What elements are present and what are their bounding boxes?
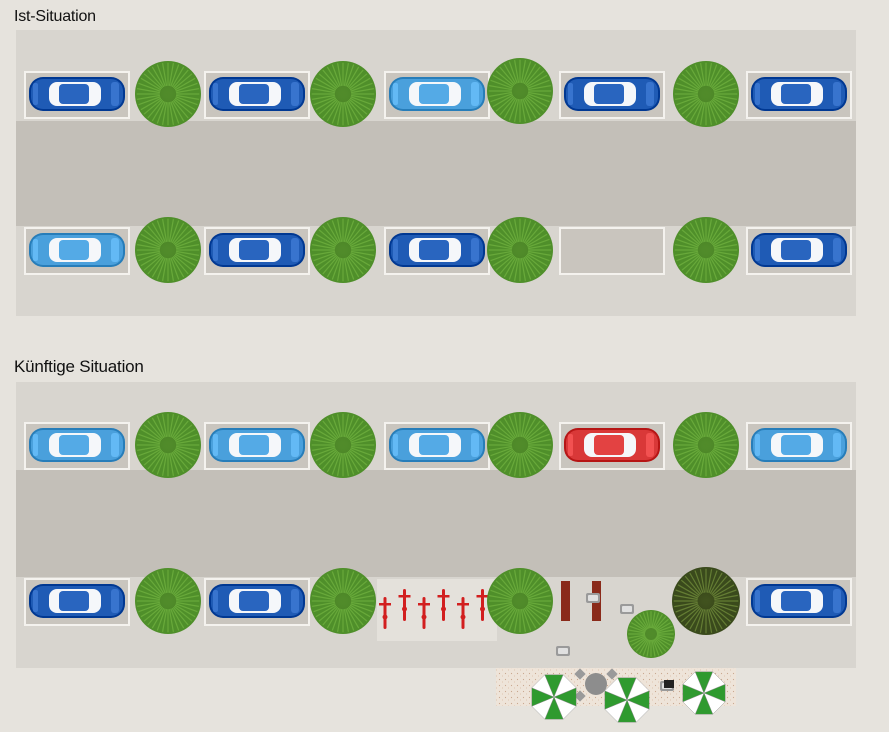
bicycle (437, 589, 450, 621)
car-red (564, 428, 660, 462)
car-dark-blue (751, 233, 847, 267)
car-light-blue (29, 233, 125, 267)
chair-dark (664, 680, 674, 688)
parking-bay (559, 227, 665, 275)
tree (135, 61, 201, 127)
tree (310, 412, 376, 478)
roadway (16, 470, 856, 577)
parasol (682, 671, 726, 715)
tree (310, 61, 376, 127)
title-future-situation: Künftige Situation (14, 357, 144, 376)
car-light-blue (389, 77, 485, 111)
bicycle (476, 589, 489, 621)
car-dark-blue (389, 233, 485, 267)
car-dark-blue (29, 77, 125, 111)
tree (673, 61, 739, 127)
tree (487, 568, 553, 634)
tree (135, 568, 201, 634)
tree-dark (672, 567, 740, 635)
tree (487, 58, 553, 124)
bicycle (457, 597, 469, 629)
car-dark-blue (209, 233, 305, 267)
car-dark-blue (209, 77, 305, 111)
roadway (16, 121, 856, 226)
bike-area (377, 579, 497, 641)
car-light-blue (751, 428, 847, 462)
bench (561, 581, 570, 621)
car-dark-blue (209, 584, 305, 618)
bicycle (418, 597, 430, 629)
parasol (531, 674, 577, 720)
tree-small (627, 610, 675, 658)
chair-set (586, 593, 600, 603)
car-dark-blue (564, 77, 660, 111)
bike-parking (379, 589, 489, 629)
tree (673, 217, 739, 283)
bicycle (379, 597, 391, 629)
tree (310, 568, 376, 634)
car-dark-blue (29, 584, 125, 618)
car-dark-blue (751, 77, 847, 111)
parasol (604, 677, 650, 723)
items-layer (29, 58, 847, 723)
title-current-situation: Ist-Situation (14, 8, 96, 25)
car-light-blue (389, 428, 485, 462)
chair-set (556, 646, 570, 656)
tree (135, 412, 201, 478)
tree (135, 217, 201, 283)
tree (487, 217, 553, 283)
tree (673, 412, 739, 478)
car-dark-blue (751, 584, 847, 618)
tree (310, 217, 376, 283)
car-light-blue (209, 428, 305, 462)
tree (487, 412, 553, 478)
bicycle (398, 589, 411, 621)
car-light-blue (29, 428, 125, 462)
chair-set (620, 604, 634, 614)
